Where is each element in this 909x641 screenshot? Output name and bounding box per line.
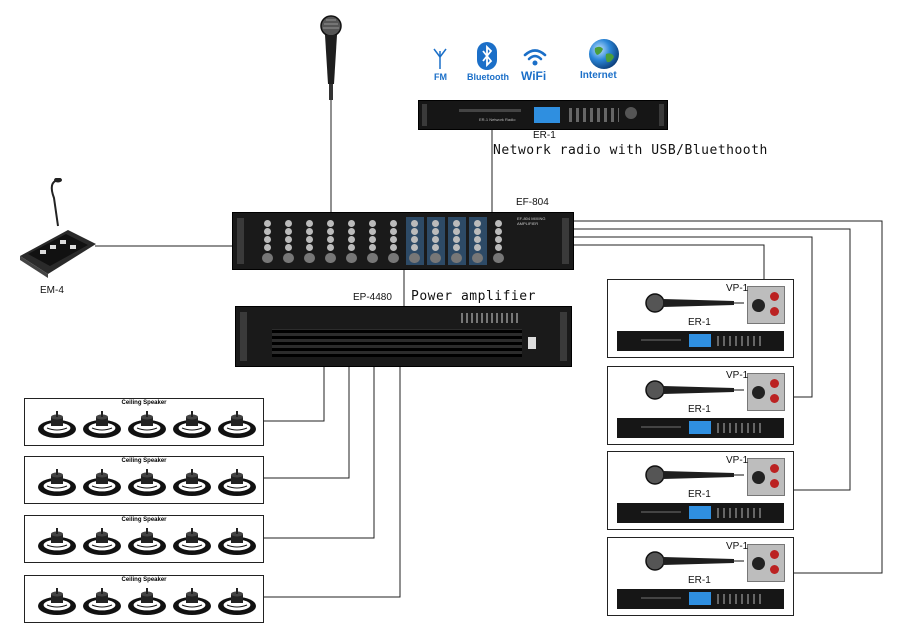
ceiling-speaker-icon [217, 586, 257, 621]
wall-plate-icon [747, 286, 785, 324]
er-label: ER-1 [688, 575, 711, 586]
radio-lcd [534, 107, 560, 123]
wifi-icon [522, 47, 548, 72]
globe-icon [588, 38, 620, 75]
ceiling-speaker-group-title: Ceiling Speaker [121, 517, 167, 523]
microphone-icon [644, 464, 744, 493]
mixer-channel-strip [406, 217, 424, 265]
er-label: ER-1 [688, 489, 711, 500]
mixer-name: EF-804 [516, 197, 549, 208]
microphone-icon [644, 292, 744, 321]
bluetooth-label: Bluetooth [467, 72, 509, 82]
ceiling-speaker-icon [82, 526, 122, 561]
ceiling-speaker-icon [172, 467, 212, 502]
ceiling-speaker-icon [127, 467, 167, 502]
mixer-channel-strip [301, 217, 319, 265]
ceiling-speaker-icon [127, 586, 167, 621]
microphone-icon [644, 550, 744, 579]
vp-label: VP-1 [726, 455, 749, 466]
mixer-channel-strip [259, 217, 277, 265]
ceiling-speaker-icon [217, 409, 257, 444]
fm-label: FM [434, 72, 447, 82]
radio-top-unit: ER-1 Network Radio [418, 100, 668, 130]
radio-top-name: ER-1 [533, 130, 556, 141]
radio-top-caption: Network radio with USB/Bluethooth [493, 143, 768, 158]
ceiling-speaker-icon [37, 586, 77, 621]
vp-label: VP-1 [726, 541, 749, 552]
microphone-icon [644, 379, 744, 408]
ceiling-speaker-icon [37, 526, 77, 561]
ceiling-speaker-icon [82, 467, 122, 502]
zone-radio-unit [617, 331, 784, 351]
wifi-label: WiFi [521, 69, 547, 83]
mixer-channel-strip [448, 217, 466, 265]
mixer-channel-strip [490, 217, 508, 265]
amplifier-name: EP-4480 [353, 292, 392, 303]
ceiling-speaker-group-title: Ceiling Speaker [121, 400, 167, 406]
ceiling-speaker-icon [217, 467, 257, 502]
vp-label: VP-1 [726, 370, 749, 381]
microphone-icon [318, 14, 346, 109]
ceiling-speaker-group: Ceiling Speaker [24, 515, 264, 563]
ceiling-speaker-icon [172, 409, 212, 444]
ceiling-speaker-group: Ceiling Speaker [24, 398, 264, 446]
mixer-channel-strip [280, 217, 298, 265]
er-label: ER-1 [688, 317, 711, 328]
mixer-channel-strip [469, 217, 487, 265]
ceiling-speaker-icon [82, 409, 122, 444]
mixer-unit: EF-804 MIXING AMPLIFIER [232, 212, 574, 270]
wall-plate-icon [747, 373, 785, 411]
ceiling-speaker-icon [172, 586, 212, 621]
ceiling-speaker-icon [127, 409, 167, 444]
wall-plate-icon [747, 544, 785, 582]
zone-radio-unit [617, 418, 784, 438]
er-label: ER-1 [688, 404, 711, 415]
antenna-icon [432, 47, 448, 74]
ceiling-speaker-group: Ceiling Speaker [24, 456, 264, 504]
ceiling-speaker-icon [37, 467, 77, 502]
mixer-channel-strip [343, 217, 361, 265]
ceiling-speaker-group-title: Ceiling Speaker [121, 577, 167, 583]
zone-radio-unit [617, 589, 784, 609]
mixer-channel-strip [385, 217, 403, 265]
internet-label: Internet [580, 70, 617, 81]
mixer-panel-text: EF-804 MIXING AMPLIFIER [517, 216, 546, 226]
ceiling-speaker-icon [172, 526, 212, 561]
amplifier-caption: Power amplifier [411, 289, 536, 304]
paging-console-icon [18, 177, 98, 283]
ceiling-speaker-icon [37, 409, 77, 444]
bluetooth-icon [477, 42, 497, 75]
zone-radio-unit [617, 503, 784, 523]
wall-plate-icon [747, 458, 785, 496]
ceiling-speaker-icon [82, 586, 122, 621]
ceiling-speaker-icon [217, 526, 257, 561]
ceiling-speaker-icon [127, 526, 167, 561]
mixer-channel-strip [364, 217, 382, 265]
radio-panel-text: ER-1 Network Radio [479, 117, 516, 122]
paging-console-name: EM-4 [40, 285, 64, 296]
ceiling-speaker-group: Ceiling Speaker [24, 575, 264, 623]
mixer-channel-strip [322, 217, 340, 265]
ceiling-speaker-group-title: Ceiling Speaker [121, 458, 167, 464]
mixer-channel-strip [427, 217, 445, 265]
vp-label: VP-1 [726, 283, 749, 294]
amplifier-unit [235, 306, 572, 367]
